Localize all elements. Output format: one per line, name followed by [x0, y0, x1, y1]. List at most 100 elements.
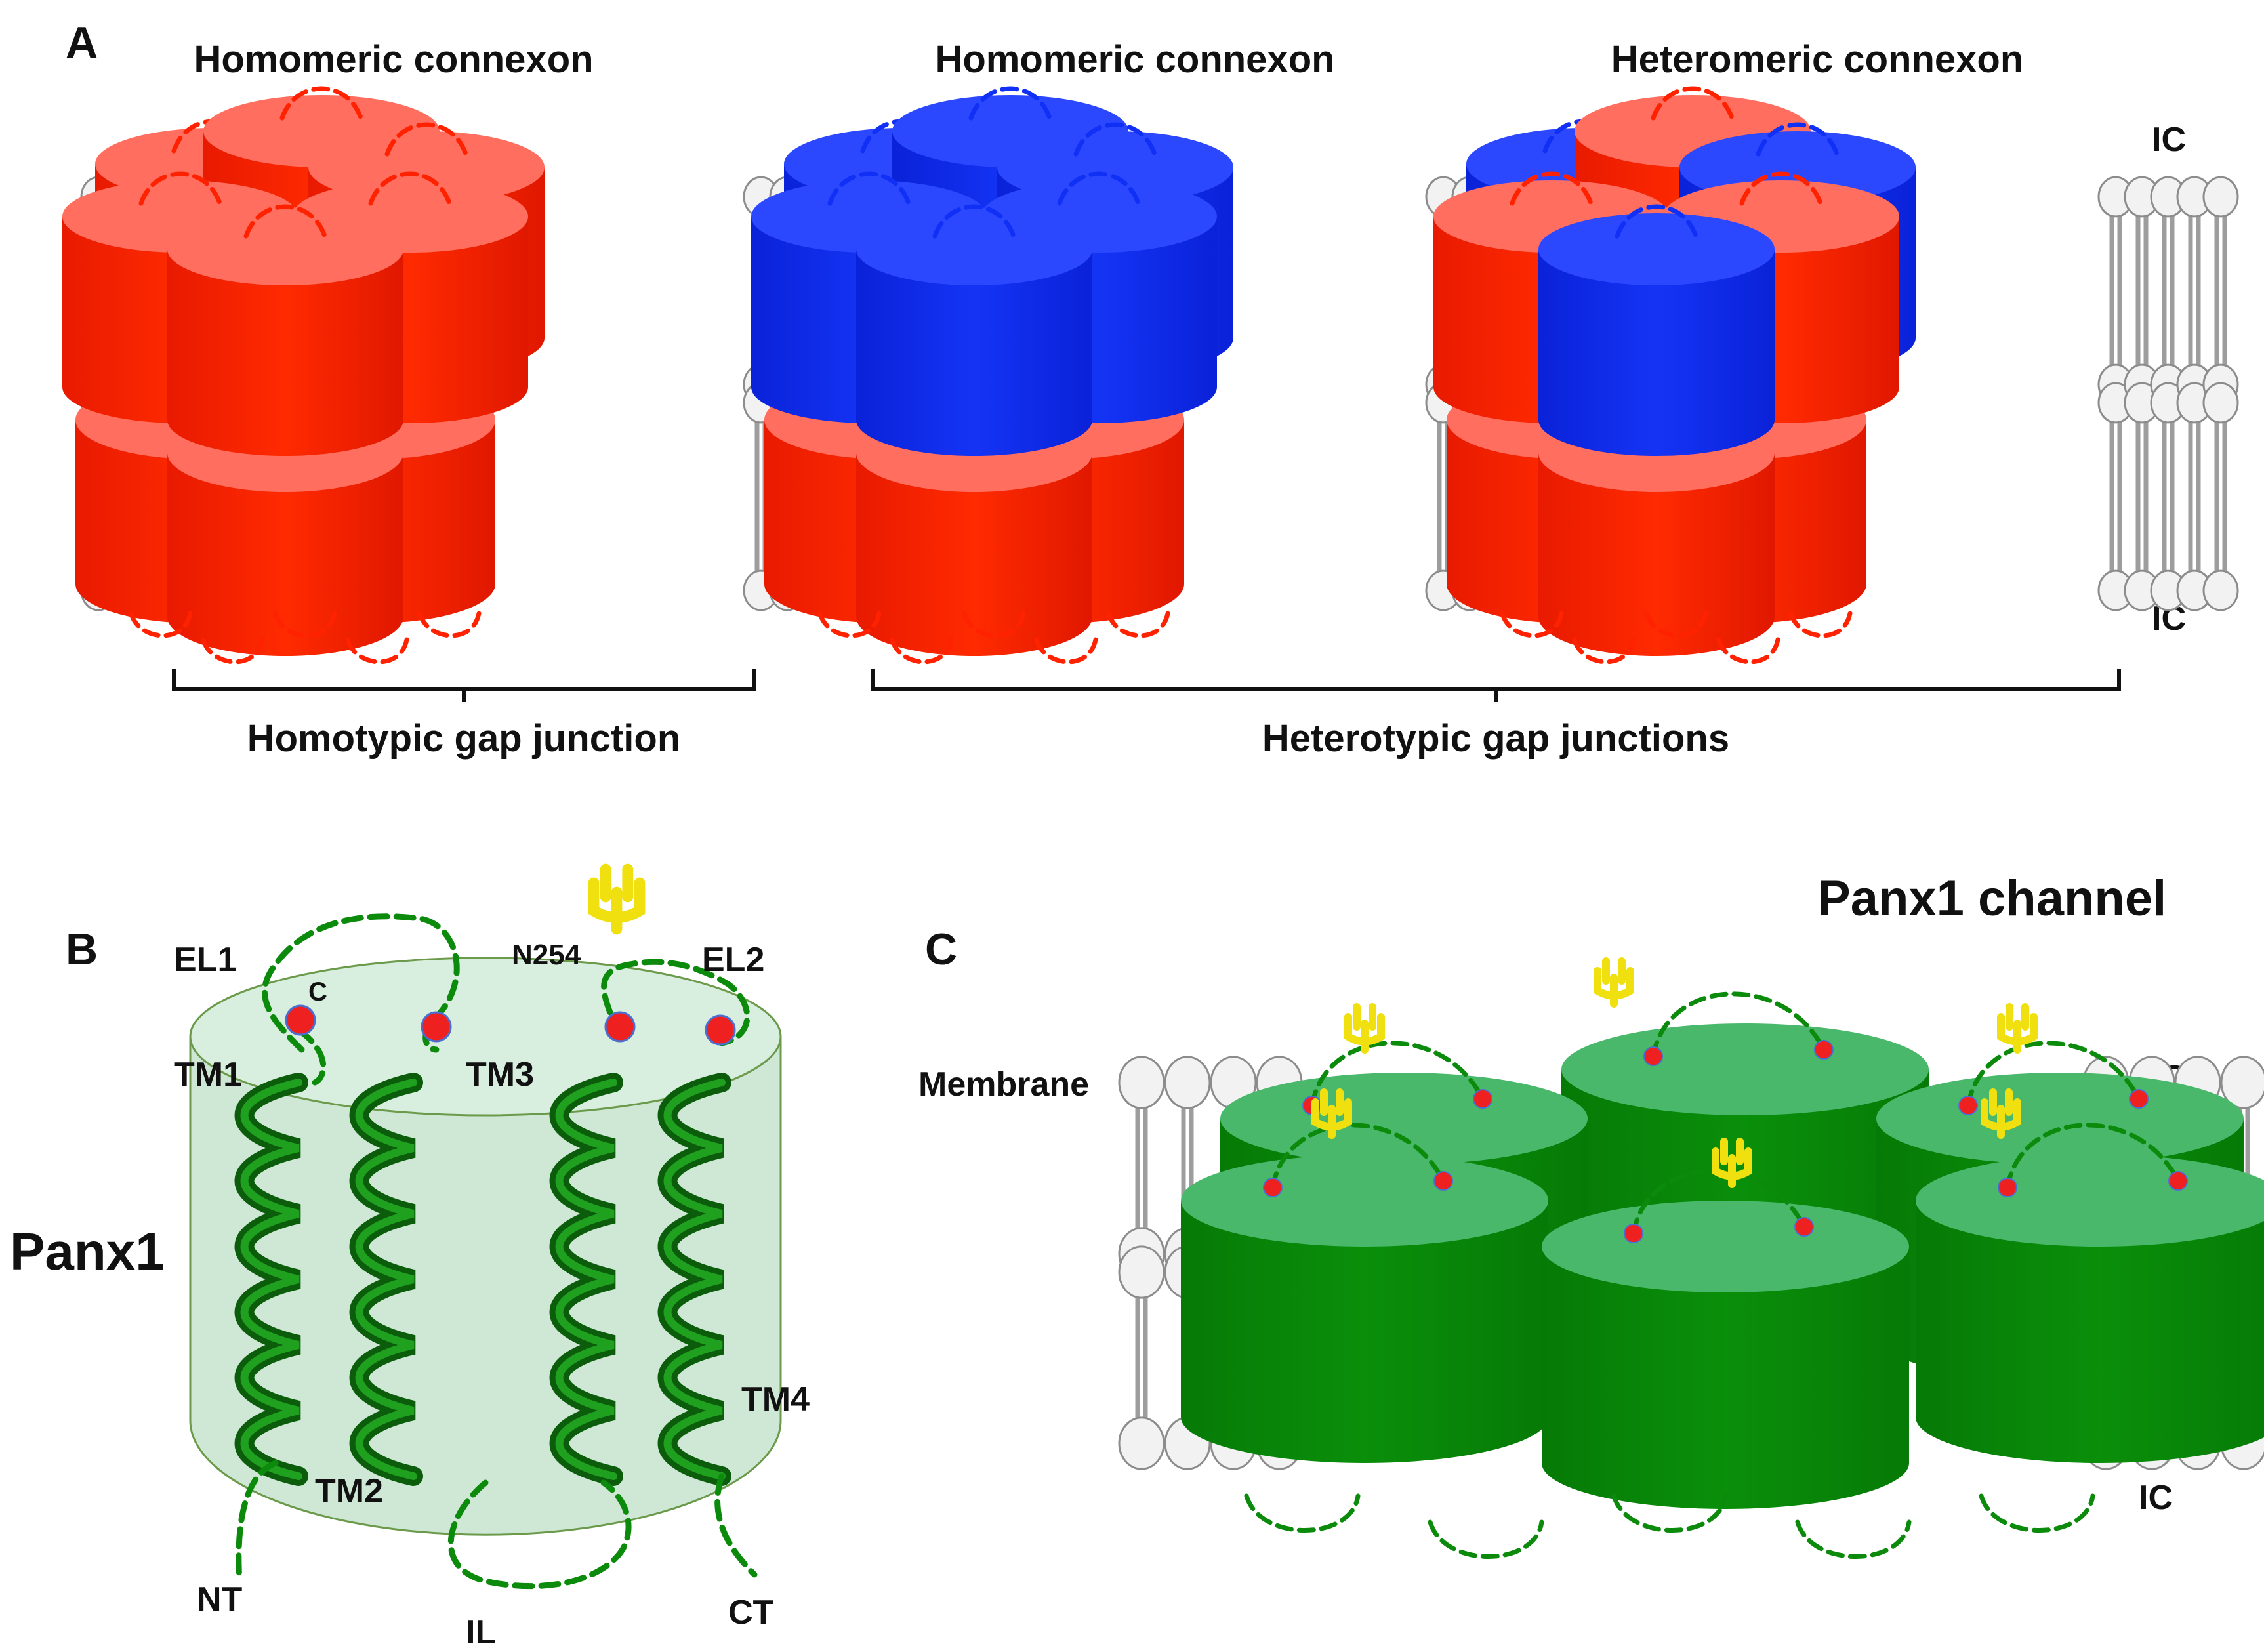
- extracellular-loop: [932, 204, 1016, 239]
- cysteine-dot: [2168, 1171, 2188, 1191]
- lipid-tail: [2162, 211, 2175, 379]
- panel-c-letter: C: [925, 924, 957, 974]
- glycan-branch: [1997, 1003, 2038, 1054]
- panx1-label: Panx1: [10, 1222, 165, 1281]
- cysteine-dot: [1958, 1096, 1978, 1115]
- cylinder-top: [856, 213, 1092, 285]
- cysteine-dot: [604, 1011, 636, 1043]
- extracellular-loop: [1073, 122, 1157, 157]
- connexin-blue: [856, 213, 1092, 456]
- extracellular-loop: [968, 86, 1052, 121]
- panx1-cylinder-body: [189, 1037, 782, 1536]
- cysteine-dot: [1794, 1217, 1814, 1237]
- cylinder-body: [1181, 1201, 1548, 1463]
- lipid-head: [2202, 176, 2239, 218]
- panx1-extracellular-loop: [1651, 991, 1826, 1059]
- lipid: [2202, 176, 2239, 611]
- extracellular-loop: [1510, 171, 1594, 206]
- glycan-branch: [1311, 1088, 1352, 1139]
- extracellular-loop: [368, 171, 452, 206]
- title-homomeric-1: Homomeric connexon: [194, 38, 593, 81]
- intracellular-loop: [1106, 611, 1170, 638]
- cylinder-body: [167, 249, 403, 456]
- glycan-branch: [588, 863, 646, 935]
- cysteine-dot: [1998, 1178, 2017, 1197]
- cysteine-dot: [2129, 1089, 2149, 1109]
- ct-tail: [714, 1473, 758, 1578]
- ct-label: CT: [728, 1594, 774, 1632]
- intracellular-loop: [817, 611, 882, 638]
- glycan-icon: [1311, 1088, 1352, 1139]
- extracellular-loop: [1756, 122, 1840, 157]
- nt-tail: [236, 1460, 279, 1584]
- cysteine-dot: [1263, 1178, 1283, 1197]
- glycan-icon: [1997, 1003, 2038, 1054]
- homotypic-bracket: [172, 669, 756, 702]
- cylinder-body: [1538, 249, 1775, 456]
- el2-label: EL2: [702, 941, 764, 979]
- intracellular-loop: [201, 637, 265, 665]
- intracellular-loop: [1034, 637, 1098, 665]
- el2-loop: [601, 959, 751, 1046]
- cylinder-top: [1538, 213, 1775, 285]
- lipid-tail: [2214, 408, 2227, 576]
- panel-a-letter: A: [66, 18, 98, 68]
- extracellular-loop: [1651, 86, 1735, 121]
- cysteine-residues: [285, 1004, 736, 1046]
- intracellular-loop: [1716, 637, 1780, 665]
- title-heteromeric: Heteromeric connexon: [1611, 38, 2024, 81]
- cylinder-top: [1181, 1155, 1548, 1247]
- intracellular-loop: [1500, 611, 1564, 638]
- panel-a: A Homomeric connexon Homomeric connexon …: [62, 18, 2239, 760]
- panx1-extracellular-loop: [1966, 1041, 2141, 1108]
- helix-highlight: [240, 1079, 302, 1480]
- cylinder-top: [167, 213, 403, 285]
- glycan-branch: [1344, 1003, 1385, 1054]
- ic-label-top: IC: [2152, 121, 2186, 159]
- cylinder-body: [1538, 453, 1775, 656]
- glycan-icon: [1981, 1088, 2021, 1139]
- glycan-branch: [1712, 1138, 1752, 1188]
- panx1-channel-title: Panx1 channel: [1817, 871, 2166, 926]
- intracellular-loop: [417, 611, 482, 638]
- nt-label: NT: [197, 1580, 243, 1619]
- el1-label: EL1: [174, 941, 236, 979]
- title-homomeric-2: Homomeric connexon: [935, 38, 1334, 81]
- il-label: IL: [466, 1613, 496, 1651]
- connexin-red: [167, 213, 403, 456]
- cylinder-top: [1561, 1023, 1929, 1115]
- cylinder-top: [1542, 1201, 1909, 1292]
- heterotypic-label: Heterotypic gap junctions: [1262, 717, 1729, 760]
- panx1-intracellular-loop: [1795, 1519, 1912, 1559]
- panel-c: C Panx1 channel Membrane EC IC: [918, 871, 2264, 1559]
- heterotypic-bracket: [871, 669, 2121, 702]
- ic-label: IC: [2139, 1479, 2173, 1517]
- cylinder-body: [167, 453, 403, 656]
- intracellular-loop: [129, 611, 193, 638]
- panx1-extracellular-loop: [1309, 1041, 1485, 1108]
- panx1-subunit: [1181, 1155, 1548, 1463]
- panx1-intracellular-loop: [1979, 1493, 2095, 1533]
- cysteine-dot: [285, 1004, 316, 1036]
- tm3-label: TM3: [466, 1056, 534, 1094]
- lipid-tail: [1135, 1283, 1148, 1424]
- cylinder-body: [856, 249, 1092, 456]
- panx1-intracellular-loop: [1244, 1493, 1361, 1533]
- cysteine-dot: [1433, 1171, 1453, 1191]
- lipid-head: [1118, 1245, 1165, 1299]
- extracellular-loop: [138, 171, 222, 206]
- lipid: [2124, 176, 2160, 611]
- extracellular-loop: [1057, 171, 1141, 206]
- lipid-tail: [1437, 408, 1450, 576]
- lipid-tail: [2109, 211, 2122, 379]
- intracellular-loop: [1788, 611, 1853, 638]
- panel-b: B Panx1 EL1 C N254 EL2 TM1 TM3 T: [10, 863, 810, 1651]
- panx1-cylinder-top: [189, 957, 782, 1117]
- cysteine-dot: [705, 1014, 736, 1046]
- panx1-intracellular-loop: [1611, 1493, 1728, 1533]
- extracellular-loop: [1739, 171, 1823, 206]
- tm1-label: TM1: [174, 1056, 242, 1094]
- helix-highlight: [663, 1079, 726, 1480]
- glycan-icon: [1594, 957, 1634, 1008]
- intracellular-loop: [890, 637, 954, 665]
